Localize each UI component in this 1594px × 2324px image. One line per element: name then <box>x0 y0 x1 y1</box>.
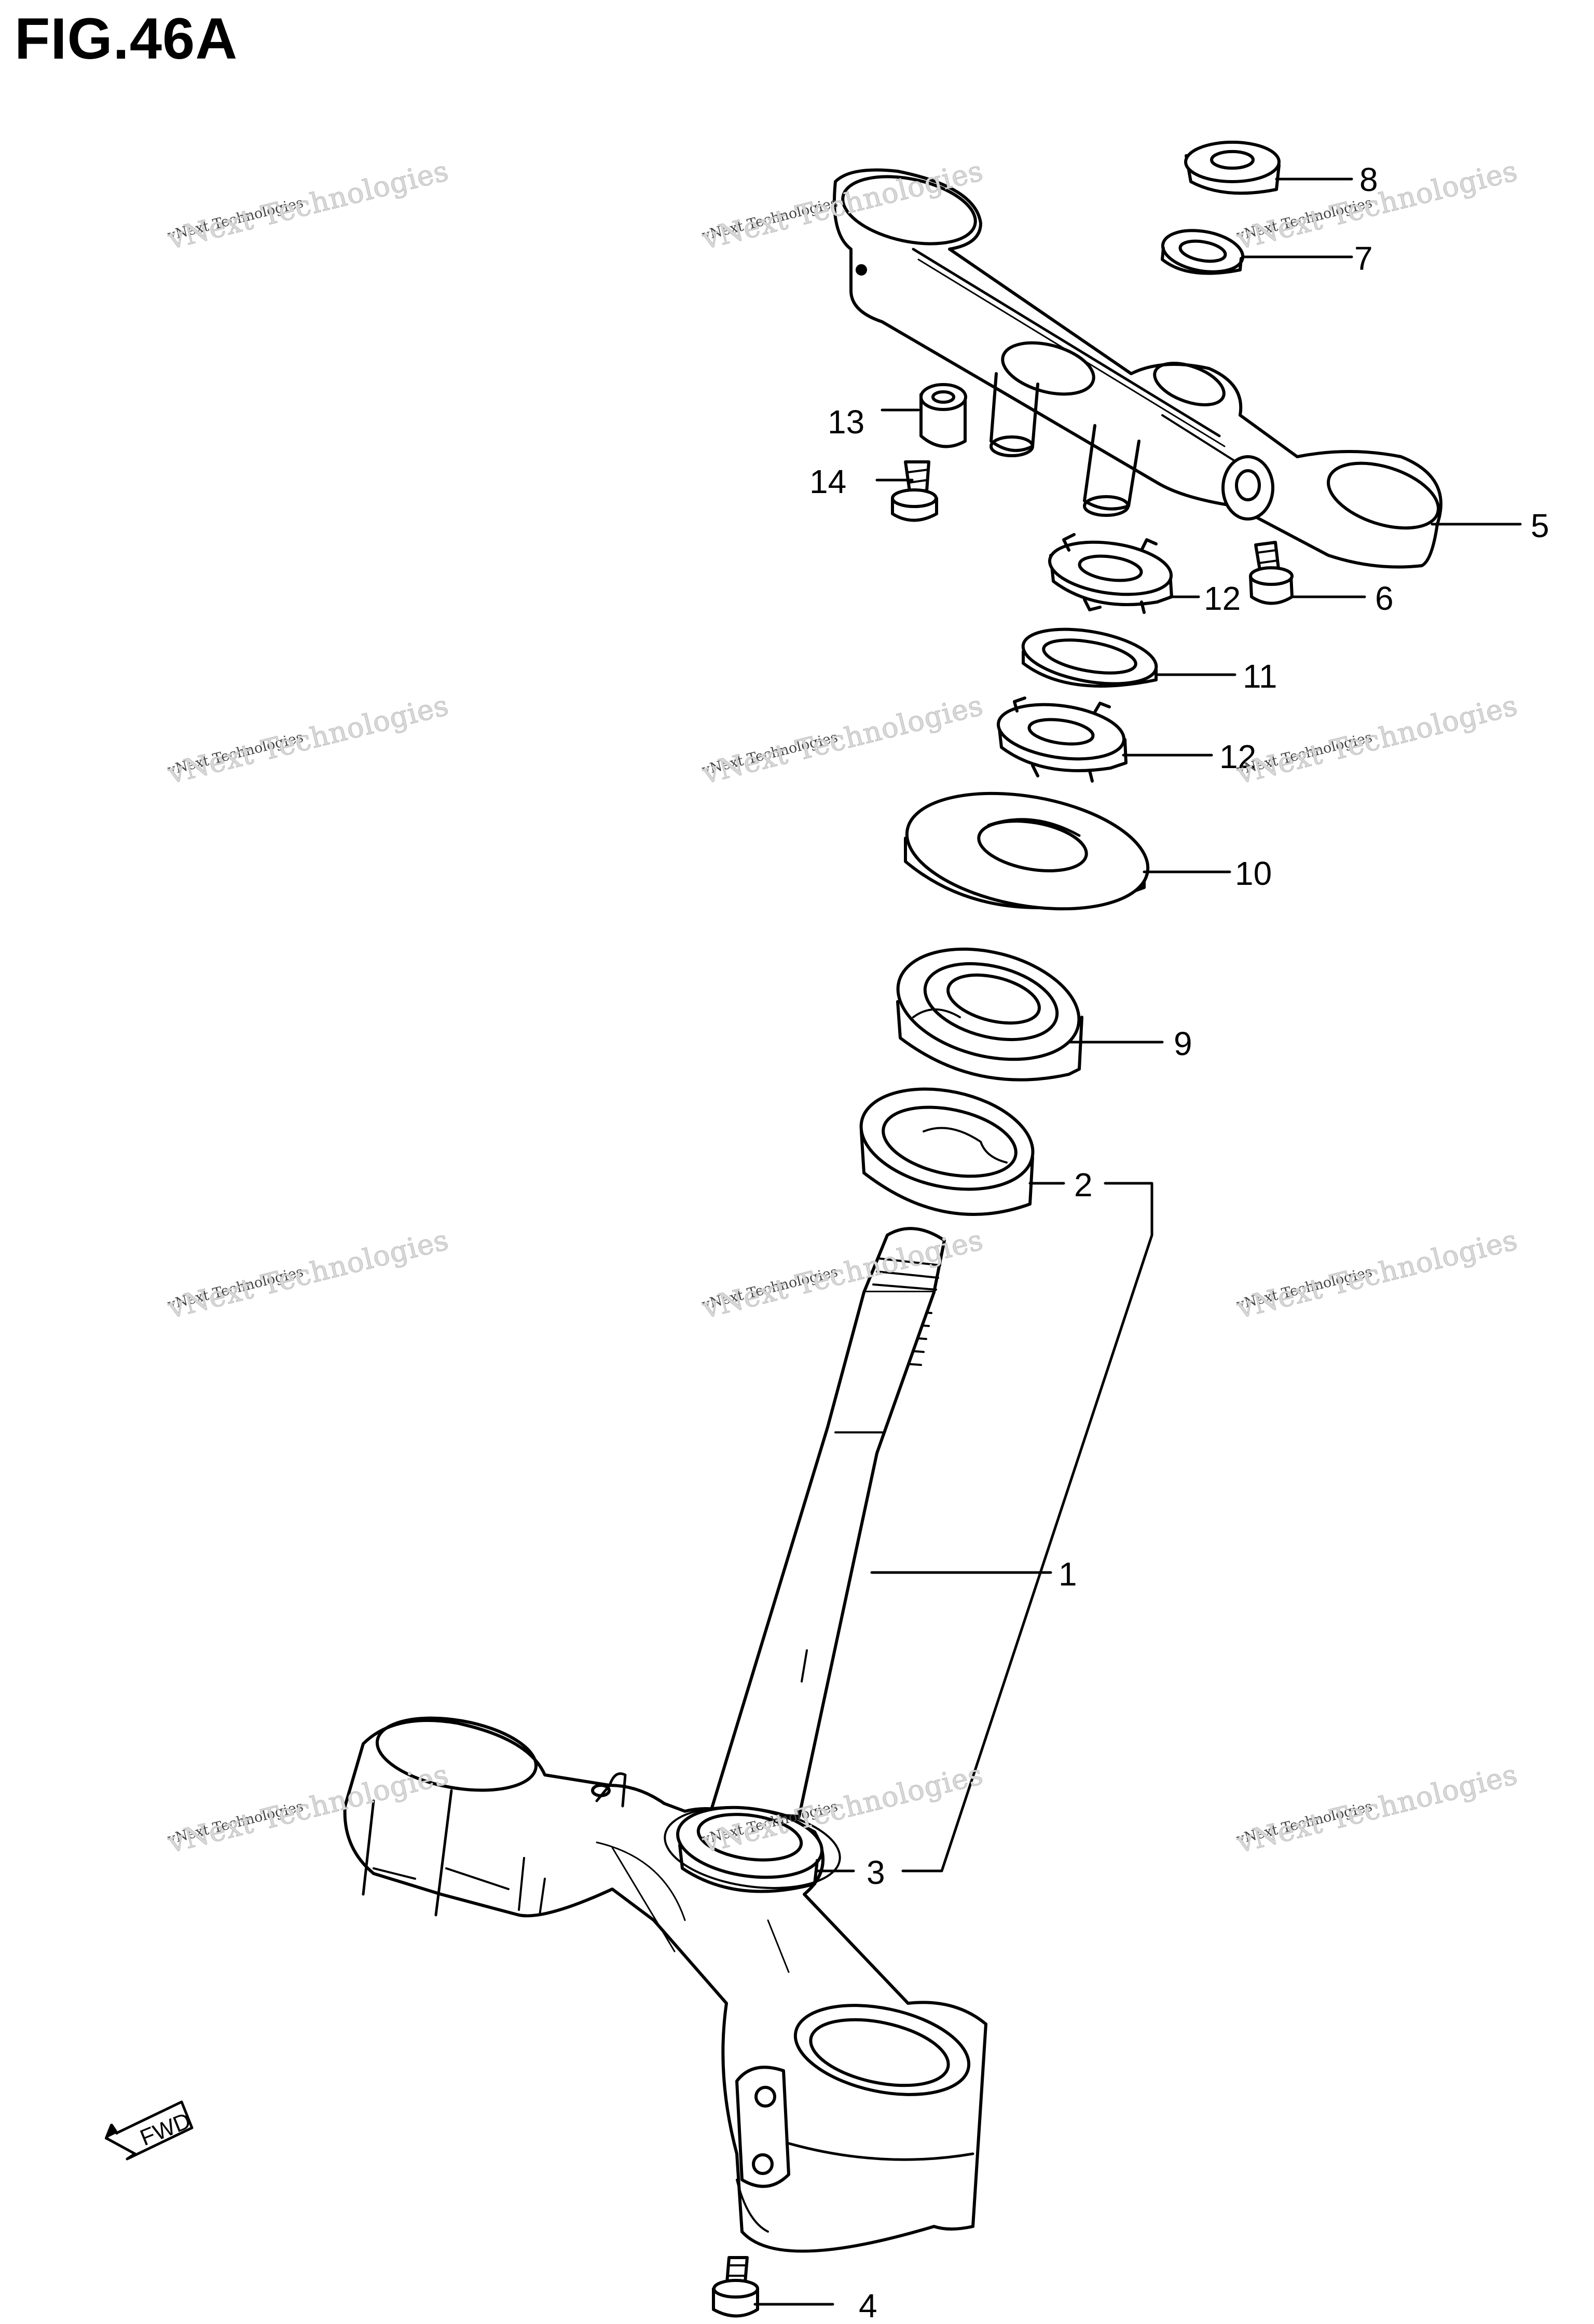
part-7-washer[interactable] <box>1160 225 1246 278</box>
callout-5[interactable]: 5 <box>1531 507 1549 544</box>
callout-labels: 8 7 13 14 5 12 6 11 12 10 9 2 1 3 4 <box>809 161 1549 2324</box>
callout-14[interactable]: 14 <box>809 463 846 500</box>
callout-1[interactable]: 1 <box>1059 1555 1077 1593</box>
fwd-arrow-icon: FWD <box>105 2100 194 2161</box>
callout-9[interactable]: 9 <box>1174 1025 1192 1062</box>
part-14-screw[interactable] <box>891 460 938 522</box>
leader-lines <box>753 177 1522 2306</box>
part-2-upper-race[interactable] <box>852 1074 1042 1216</box>
part-11-washer[interactable] <box>1019 620 1161 693</box>
callout-12-lower[interactable]: 12 <box>1219 738 1256 775</box>
callout-11[interactable]: 11 <box>1243 658 1277 695</box>
figure-title: FIG.46A <box>15 6 238 71</box>
callout-10[interactable]: 10 <box>1235 855 1272 892</box>
callout-7[interactable]: 7 <box>1354 240 1373 277</box>
callout-3[interactable]: 3 <box>867 1854 885 1891</box>
callout-8[interactable]: 8 <box>1359 161 1378 198</box>
callout-2[interactable]: 2 <box>1074 1166 1093 1204</box>
callout-13[interactable]: 13 <box>828 403 864 441</box>
callout-12-upper[interactable]: 12 <box>1204 580 1241 617</box>
part-3-lower-race[interactable] <box>659 1797 845 1898</box>
part-5-upper-bracket[interactable] <box>833 166 1447 569</box>
part-13-collar[interactable] <box>919 383 967 448</box>
part-8-nut[interactable] <box>1184 141 1281 195</box>
part-12-upper-nut[interactable] <box>1046 533 1174 614</box>
part-1-steering-stem[interactable] <box>343 1227 987 2253</box>
callout-6[interactable]: 6 <box>1375 580 1394 617</box>
part-9-bearing[interactable] <box>886 932 1091 1082</box>
part-6-bolt[interactable] <box>1249 541 1294 605</box>
part-10-dust-seal[interactable] <box>898 776 1157 926</box>
part-12-lower-nut[interactable] <box>995 696 1128 783</box>
part-4-bolt[interactable] <box>712 2256 759 2318</box>
callout-4[interactable]: 4 <box>859 2287 877 2324</box>
